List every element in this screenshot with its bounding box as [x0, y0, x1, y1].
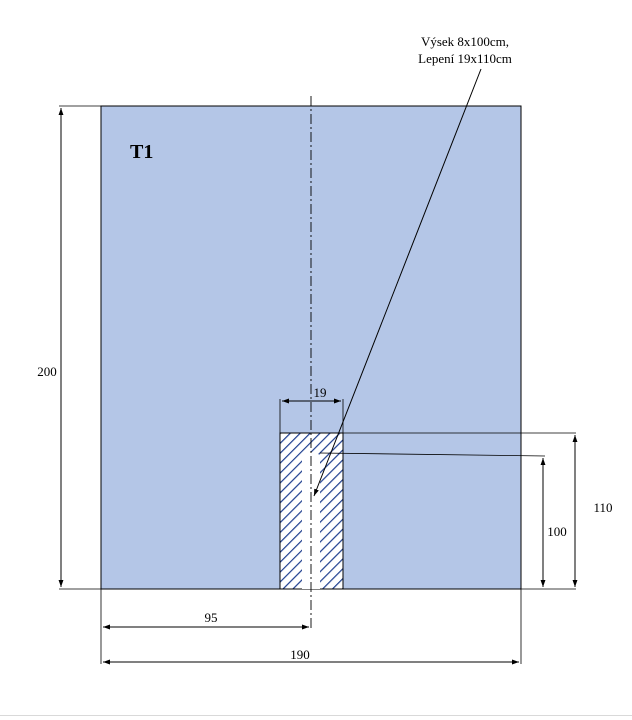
dim-100-ext-top: [319, 452, 546, 457]
dim-190-label: 190: [290, 647, 310, 662]
dim-95-label: 95: [205, 610, 218, 625]
cutout-slot: [302, 452, 320, 589]
panel-id-label: T1: [130, 141, 153, 163]
callout-line-1: Výsek 8x100cm,: [421, 34, 509, 49]
dim-110-label: 110: [593, 500, 612, 515]
dim-19-label: 19: [314, 385, 327, 400]
callout-line-2: Lepení 19x110cm: [418, 51, 512, 66]
callout-leader: [313, 68, 482, 497]
dim-100-label: 100: [547, 524, 567, 539]
dim-200-label: 200: [37, 364, 57, 379]
page-bottom-rule: [0, 715, 632, 716]
